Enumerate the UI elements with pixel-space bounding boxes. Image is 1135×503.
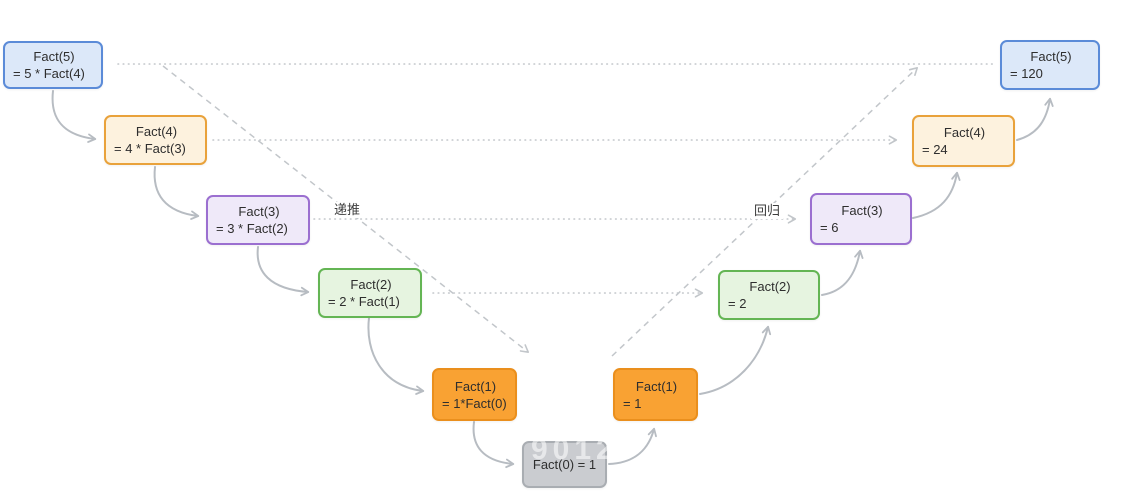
node-return-fact4: Fact(4) = 24 bbox=[912, 115, 1015, 167]
node-call-fact4: Fact(4) = 4 * Fact(3) bbox=[104, 115, 207, 165]
node-return-fact3: Fact(3) = 6 bbox=[810, 193, 912, 245]
node-expression: = 2 * Fact(1) bbox=[328, 294, 400, 309]
node-expression: = 1*Fact(0) bbox=[442, 395, 507, 411]
label-recurse: 递推 bbox=[331, 202, 364, 218]
call-arrow-1-to-0 bbox=[472, 421, 515, 469]
node-return-fact2: Fact(2) = 2 bbox=[718, 270, 820, 320]
node-value: = 24 bbox=[922, 142, 948, 157]
return-arrow-4-to-5 bbox=[1016, 97, 1054, 141]
node-call-fact1: Fact(1) = 1*Fact(0) bbox=[432, 368, 517, 421]
node-expression: = 4 * Fact(3) bbox=[114, 141, 186, 156]
node-value: = 120 bbox=[1010, 66, 1043, 81]
label-return: 回归 bbox=[751, 203, 784, 219]
node-expression: = 5 * Fact(4) bbox=[13, 66, 85, 81]
call-arrow-4-to-3 bbox=[153, 166, 200, 220]
return-arrow-2-to-3 bbox=[821, 249, 864, 296]
node-title: Fact(5) bbox=[1030, 49, 1072, 64]
node-value: = 1 bbox=[623, 395, 642, 411]
node-call-fact2: Fact(2) = 2 * Fact(1) bbox=[318, 268, 422, 318]
node-title: Fact(1) bbox=[635, 378, 678, 394]
return-arrow-3-to-4 bbox=[912, 171, 961, 219]
node-return-fact1: Fact(1) = 1 bbox=[613, 368, 698, 421]
node-title: Fact(4) bbox=[943, 125, 986, 140]
node-call-fact5: Fact(5) = 5 * Fact(4) bbox=[3, 41, 103, 89]
node-title: Fact(0) = 1 bbox=[532, 457, 597, 472]
call-arrow-2-to-1 bbox=[367, 317, 425, 395]
node-title: Fact(2) bbox=[749, 279, 791, 294]
node-title: Fact(4) bbox=[135, 124, 178, 139]
node-expression: = 3 * Fact(2) bbox=[216, 221, 288, 236]
node-title: Fact(5) bbox=[33, 49, 75, 64]
node-title: Fact(2) bbox=[350, 277, 392, 292]
watermark-text: 9012 bbox=[531, 433, 618, 466]
node-value: = 2 bbox=[728, 296, 747, 311]
call-arrow-5-to-4 bbox=[51, 90, 97, 143]
node-call-fact3: Fact(3) = 3 * Fact(2) bbox=[206, 195, 310, 245]
node-title: Fact(3) bbox=[238, 204, 280, 219]
node-value: = 6 bbox=[820, 220, 839, 235]
node-base-fact0: Fact(0) = 1 bbox=[522, 441, 607, 488]
call-arrow-3-to-2 bbox=[256, 246, 310, 297]
node-title: Fact(3) bbox=[841, 203, 883, 218]
return-arrow-1-to-2 bbox=[699, 325, 772, 395]
return-arrow-0-to-1 bbox=[608, 427, 657, 465]
node-title: Fact(1) bbox=[454, 378, 497, 394]
node-return-fact5: Fact(5) = 120 bbox=[1000, 40, 1100, 90]
